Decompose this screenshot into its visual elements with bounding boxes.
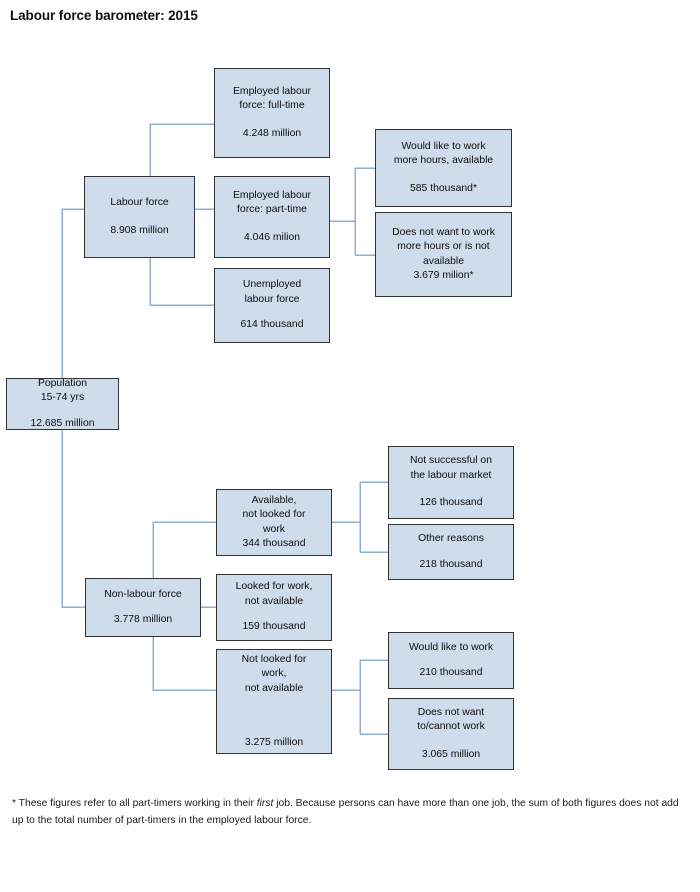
footnote: * These figures refer to all part-timers… bbox=[12, 795, 682, 829]
footnote-part-2: job. Because persons can have more than … bbox=[12, 798, 679, 826]
edge-population-nonlabour bbox=[61, 430, 85, 608]
node-not-looked-not-available-value: 3.275 million bbox=[244, 736, 304, 748]
footnote-emphasis: first bbox=[256, 798, 274, 809]
node-unemployed-value: 614 thousand bbox=[240, 319, 304, 331]
footnote-part-1: * These figures refer to all part-timers… bbox=[12, 798, 257, 809]
node-would-like-to-work-label: Would like to work bbox=[408, 641, 494, 653]
node-labour-force[interactable]: Labour force 8.908 million bbox=[84, 176, 195, 258]
node-looked-not-available[interactable]: Looked for work,not available 159 thousa… bbox=[216, 574, 332, 641]
node-non-labour-force-label: Non-labour force bbox=[104, 588, 182, 600]
edge-nonlabour-notlooknotavail bbox=[152, 637, 216, 691]
page-title: Labour force barometer: 2015 bbox=[10, 8, 198, 23]
node-would-like-more-hours-value: 585 thousand* bbox=[409, 182, 478, 194]
edge-labourforce-unemployed bbox=[149, 258, 214, 306]
node-other-reasons[interactable]: Other reasons 218 thousand bbox=[388, 524, 514, 580]
node-available-not-looked-value: 344 thousand bbox=[242, 537, 306, 549]
edge-labourforce-empfull bbox=[149, 123, 214, 185]
node-non-labour-force-value: 3.778 million bbox=[113, 614, 173, 625]
node-labour-force-value: 8.908 million bbox=[110, 224, 169, 236]
edge-population-labourforce bbox=[61, 208, 84, 378]
node-would-like-to-work-value: 210 thousand bbox=[419, 667, 483, 678]
node-other-reasons-label: Other reasons bbox=[418, 533, 484, 545]
node-employed-part-time-value: 4.046 milion bbox=[243, 231, 301, 243]
node-employed-full-time-value: 4.248 million bbox=[242, 127, 302, 139]
node-labour-force-label: Labour force bbox=[110, 197, 169, 209]
node-population-value: 12.685 million bbox=[30, 417, 95, 429]
node-other-reasons-value: 218 thousand bbox=[419, 558, 483, 570]
node-looked-not-available-label: Looked for work,not available bbox=[235, 581, 313, 607]
node-looked-not-available-value: 159 thousand bbox=[242, 621, 306, 633]
node-not-want-cannot-work-value: 3.065 million bbox=[421, 748, 481, 760]
node-not-want-more-hours-value: 3.679 milion* bbox=[413, 269, 474, 281]
edge-nonlabour-availnotlook bbox=[152, 521, 216, 578]
node-non-labour-force[interactable]: Non-labour force 3.778 million bbox=[85, 578, 201, 637]
node-would-like-to-work[interactable]: Would like to work 210 thousand bbox=[388, 632, 514, 689]
node-not-successful-value: 126 thousand bbox=[419, 497, 483, 509]
